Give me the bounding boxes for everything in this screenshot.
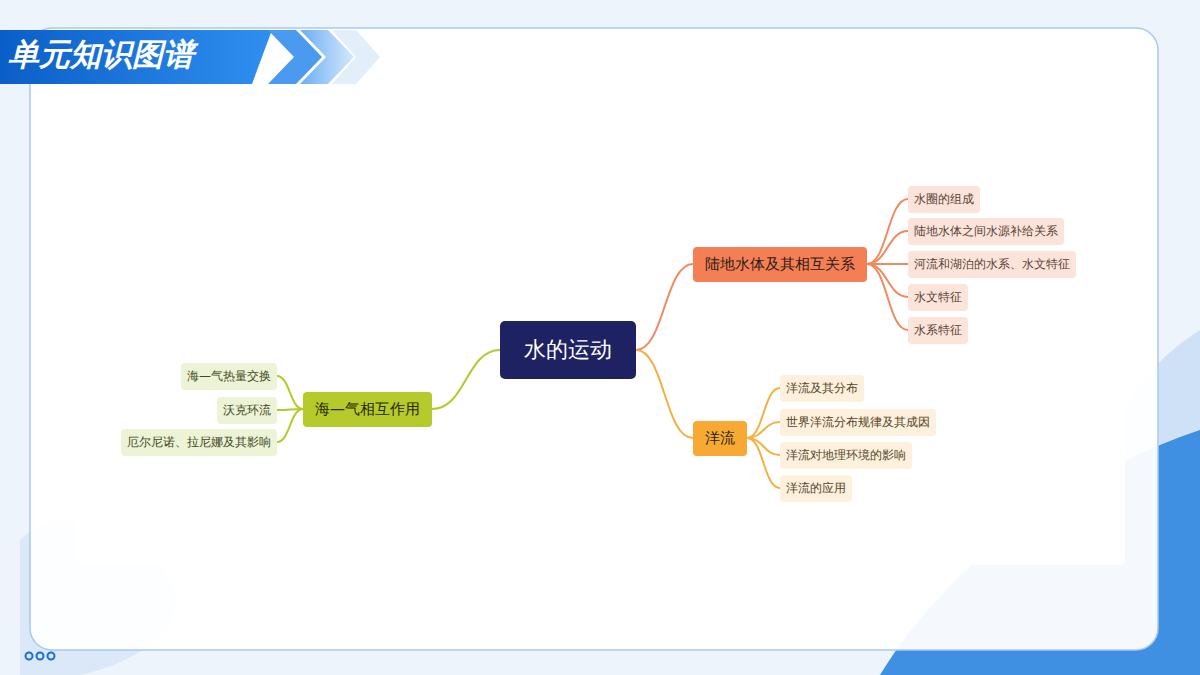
branch-node: 海—气相互作用: [303, 392, 432, 427]
node-label: 陆地水体及其相互关系: [705, 255, 855, 274]
connector: [277, 409, 303, 442]
connector: [867, 231, 908, 264]
node-label: 洋流对地理环境的影响: [786, 447, 906, 464]
connector: [867, 199, 908, 264]
page-title: 单元知识图谱: [8, 34, 194, 76]
connector: [636, 350, 693, 438]
node-label: 陆地水体之间水源补给关系: [914, 223, 1058, 240]
leaf-node: 陆地水体之间水源补给关系: [908, 218, 1064, 245]
connector: [867, 264, 908, 297]
connector: [747, 422, 780, 438]
node-label: 海—气相互作用: [315, 400, 420, 419]
connector: [636, 264, 693, 350]
node-label: 洋流的应用: [786, 480, 846, 497]
connector: [747, 438, 780, 488]
leaf-node: 洋流的应用: [780, 475, 852, 502]
node-label: 河流和湖泊的水系、水文特征: [914, 256, 1070, 273]
connector: [867, 264, 908, 330]
leaf-node: 河流和湖泊的水系、水文特征: [908, 251, 1076, 278]
node-label: 水文特征: [914, 289, 962, 306]
panel: [30, 28, 1158, 650]
node-label: 厄尔尼诺、拉尼娜及其影响: [127, 434, 271, 451]
branch-node: 陆地水体及其相互关系: [693, 247, 867, 282]
connector: [747, 388, 780, 438]
title-band: [0, 30, 272, 84]
connector: [432, 350, 500, 409]
node-label: 海—气热量交换: [187, 368, 271, 385]
root-node: 水的运动: [500, 321, 636, 379]
leaf-node: 水圈的组成: [908, 186, 980, 213]
leaf-node: 厄尔尼诺、拉尼娜及其影响: [121, 429, 277, 456]
leaf-node: 世界洋流分布规律及其成因: [780, 409, 936, 436]
leaf-node: 水系特征: [908, 317, 968, 344]
map-ground: [75, 138, 1125, 565]
leaf-node: 洋流及其分布: [780, 375, 864, 402]
leaf-node: 水文特征: [908, 284, 968, 311]
node-label: 洋流: [705, 429, 735, 448]
node-label: 世界洋流分布规律及其成因: [786, 414, 930, 431]
connector: [277, 376, 303, 409]
leaf-node: 洋流对地理环境的影响: [780, 442, 912, 469]
node-label: 水的运动: [524, 335, 612, 365]
leaf-node: 海—气热量交换: [181, 363, 277, 390]
branch-node: 洋流: [693, 421, 747, 456]
node-label: 沃克环流: [223, 402, 271, 419]
leaf-node: 沃克环流: [217, 397, 277, 424]
chevron: [332, 30, 380, 84]
node-label: 洋流及其分布: [786, 380, 858, 397]
dots: [26, 653, 55, 660]
node-label: 水系特征: [914, 322, 962, 339]
node-label: 水圈的组成: [914, 191, 974, 208]
